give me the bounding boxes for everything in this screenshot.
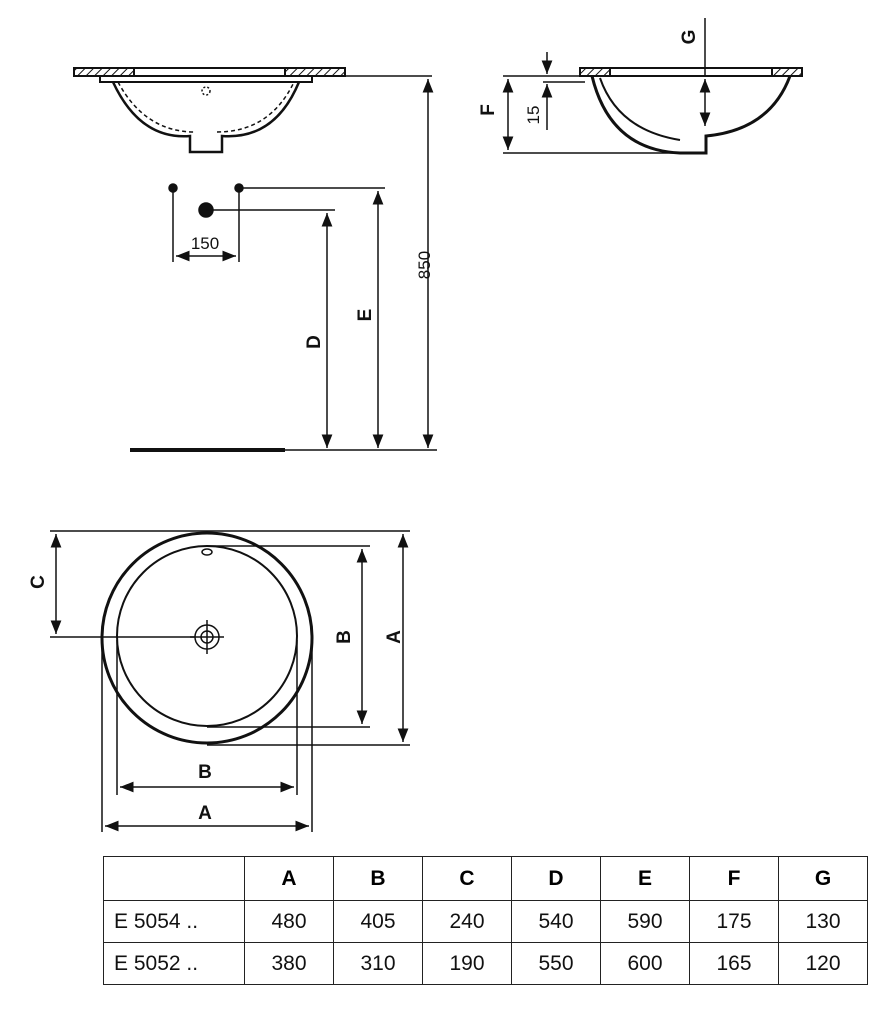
table-cell: 590: [600, 900, 690, 943]
table-cell: 405: [333, 900, 423, 943]
header-cell: F: [689, 856, 779, 901]
table-cell: 165: [689, 942, 779, 985]
header-cell: B: [333, 856, 423, 901]
dim-label-b-vertical: B: [334, 630, 355, 644]
model-cell: E 5052 ..: [103, 942, 245, 985]
header-cell: [103, 856, 245, 901]
dim-label-b-horizontal: B: [198, 762, 212, 783]
table-cell: 550: [511, 942, 601, 985]
table-cell: 310: [333, 942, 423, 985]
header-cell: C: [422, 856, 512, 901]
table-cell: 175: [689, 900, 779, 943]
dim-850: 850: [415, 251, 434, 279]
dim-label-a-horizontal: A: [198, 803, 212, 824]
dim-label-f: F: [478, 104, 499, 116]
dim-label-d: D: [304, 335, 325, 349]
dim-label-a-vertical: A: [384, 630, 405, 644]
dim-label-g: G: [679, 30, 700, 45]
model-cell: E 5054 ..: [103, 900, 245, 943]
dim-label-e: E: [355, 309, 376, 322]
dim-150: 150: [191, 234, 219, 253]
table-cell: 380: [244, 942, 334, 985]
dim-label-c: C: [28, 575, 49, 589]
table-cell: 240: [422, 900, 512, 943]
table-cell: 130: [778, 900, 868, 943]
side-view-basin: [579, 67, 803, 155]
header-cell: E: [600, 856, 690, 901]
table-header-row: A B C D E F G: [103, 856, 868, 901]
table-cell: 190: [422, 942, 512, 985]
header-cell: A: [244, 856, 334, 901]
header-cell: D: [511, 856, 601, 901]
plan-view-basin: [100, 531, 314, 745]
header-cell: G: [778, 856, 868, 901]
dimensions-table: A B C D E F G E 5054 .. 480 405 240 540 …: [103, 856, 868, 985]
table-row: E 5052 .. 380 310 190 550 600 165 120: [103, 942, 868, 985]
table-row: E 5054 .. 480 405 240 540 590 175 130: [103, 900, 868, 943]
table-cell: 120: [778, 942, 868, 985]
tap-points: [168, 75, 432, 262]
front-view-basin: [73, 67, 346, 154]
dim-15: 15: [524, 106, 543, 125]
table-cell: 540: [511, 900, 601, 943]
table-cell: 600: [600, 942, 690, 985]
table-cell: 480: [244, 900, 334, 943]
